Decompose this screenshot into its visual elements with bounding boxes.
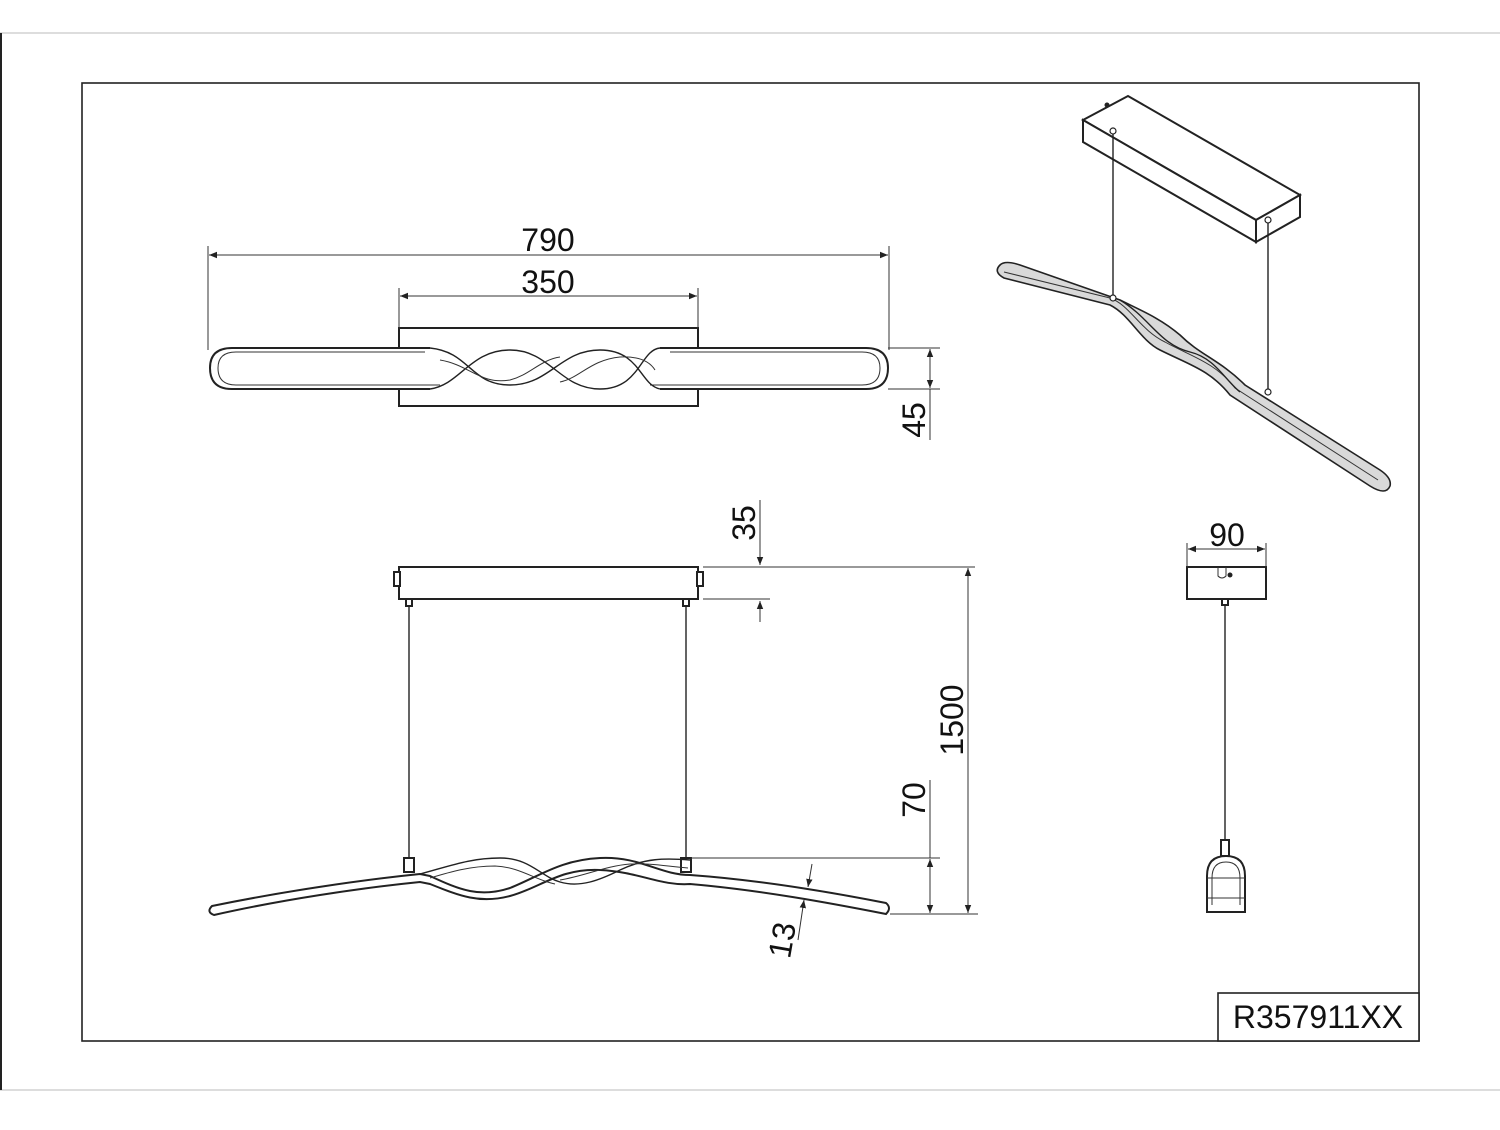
- top-view-right-loop-inner: [650, 351, 881, 386]
- product-code: R357911XX: [1233, 999, 1403, 1035]
- dim-fixture-depth: 70: [896, 782, 932, 818]
- side-view-connector: [1220, 839, 1230, 857]
- side-view-wire-clamp: [1221, 598, 1229, 606]
- side-view: 90: [1186, 517, 1267, 913]
- front-view: 35 1500 70 13: [208, 500, 978, 961]
- drawing-frame: [81, 82, 1420, 1042]
- iso-light-bar-edge: [1003, 271, 1379, 481]
- front-view-light-bar: [208, 856, 890, 917]
- iso-light-bar: [996, 261, 1392, 492]
- front-view-wire-clamp-right: [682, 598, 690, 607]
- top-view: 790 350 45: [207, 222, 940, 440]
- iso-canopy-screw-left: [1109, 127, 1117, 135]
- top-view-canopy: [398, 327, 699, 407]
- side-view-fixture-inner: [1211, 861, 1241, 905]
- front-view-canopy-endcap-left: [393, 571, 401, 587]
- front-view-connector-left: [403, 857, 415, 873]
- dim-canopy-length: 350: [521, 264, 574, 300]
- dim-13-arrow-bottom: [797, 899, 806, 941]
- iso-canopy-end: [1255, 193, 1301, 244]
- front-view-canopy: [398, 566, 699, 600]
- side-view-fixture-profile: [1206, 854, 1246, 913]
- iso-canopy-notch: [1104, 102, 1110, 108]
- top-view-twist-upper: [429, 347, 661, 390]
- dim-canopy-width: 90: [1209, 517, 1245, 553]
- dim-canopy-height: 35: [726, 505, 762, 541]
- top-view-left-loop: [208, 347, 430, 390]
- top-view-twist-detail-a: [439, 356, 561, 382]
- front-view-twist-detail-a: [429, 865, 556, 885]
- front-view-connector-right: [680, 857, 692, 873]
- dim-fixture-height: 45: [896, 402, 932, 438]
- top-view-twist-detail-b: [559, 356, 656, 383]
- front-view-twist-ribbon: [419, 857, 691, 885]
- iso-connector-right: [1264, 388, 1272, 396]
- iso-twist-ribbon: [1119, 299, 1241, 393]
- isometric-view: [996, 94, 1392, 492]
- front-view-twist-detail-b: [559, 863, 689, 881]
- title-block: R357911XX: [1217, 992, 1420, 1042]
- dim-bar-thickness: 13: [761, 919, 803, 960]
- front-view-wire-clamp-left: [405, 598, 413, 607]
- iso-connector-left: [1109, 294, 1117, 302]
- side-view-canopy-screw: [1227, 572, 1233, 578]
- front-view-canopy-endcap-right: [696, 571, 704, 587]
- iso-canopy-screw-right: [1264, 216, 1272, 224]
- title-block-box: [1217, 992, 1420, 1042]
- top-view-left-loop-inner: [217, 351, 440, 386]
- dim-overall-length: 790: [521, 222, 574, 258]
- dim-13-arrow-top: [806, 863, 813, 888]
- top-view-right-loop: [660, 347, 890, 390]
- side-view-canopy-notch: [1217, 567, 1227, 579]
- dim-suspension-height: 1500: [934, 684, 970, 755]
